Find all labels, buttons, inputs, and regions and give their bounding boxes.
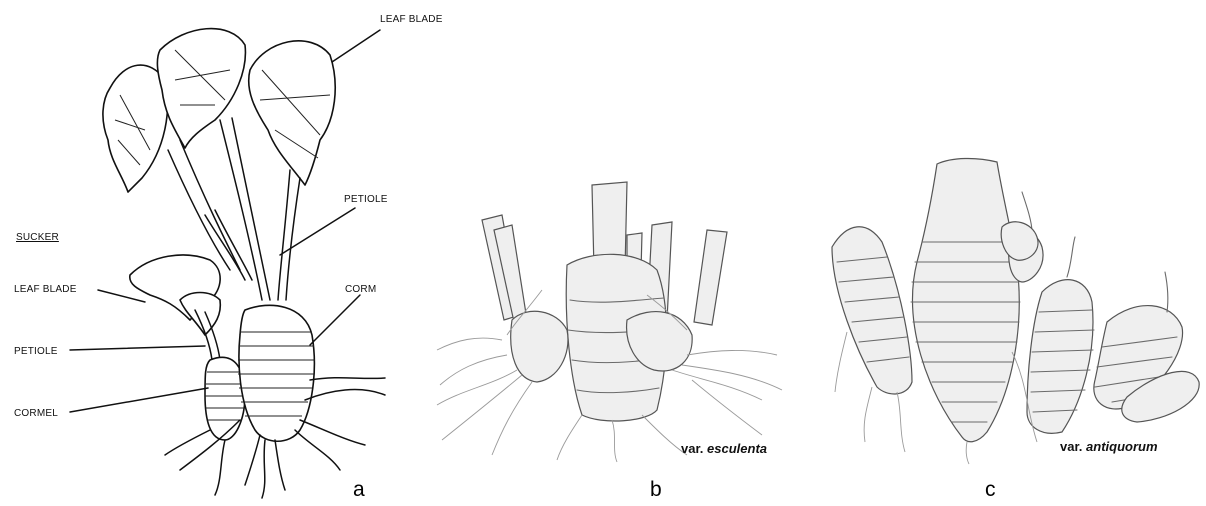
leader-petiole-left <box>70 346 205 350</box>
leader-corm <box>310 295 360 345</box>
leader-petiole-right <box>280 208 355 255</box>
antiquorum-main-corm <box>913 158 1020 441</box>
label-leaf-blade-top: LEAF BLADE <box>380 14 443 25</box>
leaf-blade-shape-center <box>157 29 245 148</box>
panel-letter-a: a <box>353 478 365 502</box>
caption-esculenta: var. esculenta <box>681 441 767 456</box>
leader-cormel <box>70 388 208 412</box>
caption-esculenta-prefix: var. <box>681 441 703 456</box>
panel-b-esculenta-sketch: var. esculenta <box>432 170 827 465</box>
caption-esculenta-name: esculenta <box>707 441 767 456</box>
panel-letter-c: c <box>985 478 996 502</box>
panel-a-taro-plant-diagram: LEAF BLADE PETIOLE SUCKER CORM LEAF BLAD… <box>0 0 432 506</box>
antiquorum-drawing <box>827 152 1206 465</box>
label-corm: CORM <box>345 284 376 295</box>
leaf-blade-shape-right <box>249 41 336 185</box>
label-cormel: CORMEL <box>14 408 58 419</box>
label-petiole-right: PETIOLE <box>344 194 388 205</box>
leader-leaf-blade-left <box>98 290 145 302</box>
caption-antiquorum-prefix: var. <box>1060 439 1082 454</box>
label-leaf-blade-left: LEAF BLADE <box>14 284 77 295</box>
esculenta-drawing <box>432 170 827 465</box>
leader-leaf-blade-top <box>332 30 380 62</box>
panel-c-antiquorum-sketch: var. antiquorum <box>827 152 1206 465</box>
label-petiole-left: PETIOLE <box>14 346 58 357</box>
caption-antiquorum-name: antiquorum <box>1086 439 1158 454</box>
caption-antiquorum: var. antiquorum <box>1060 439 1158 454</box>
panel-letter-b: b <box>650 478 662 502</box>
label-sucker: SUCKER <box>16 232 59 243</box>
leaf-blade-shape-left <box>103 65 168 192</box>
taro-plant-drawing <box>0 0 432 506</box>
